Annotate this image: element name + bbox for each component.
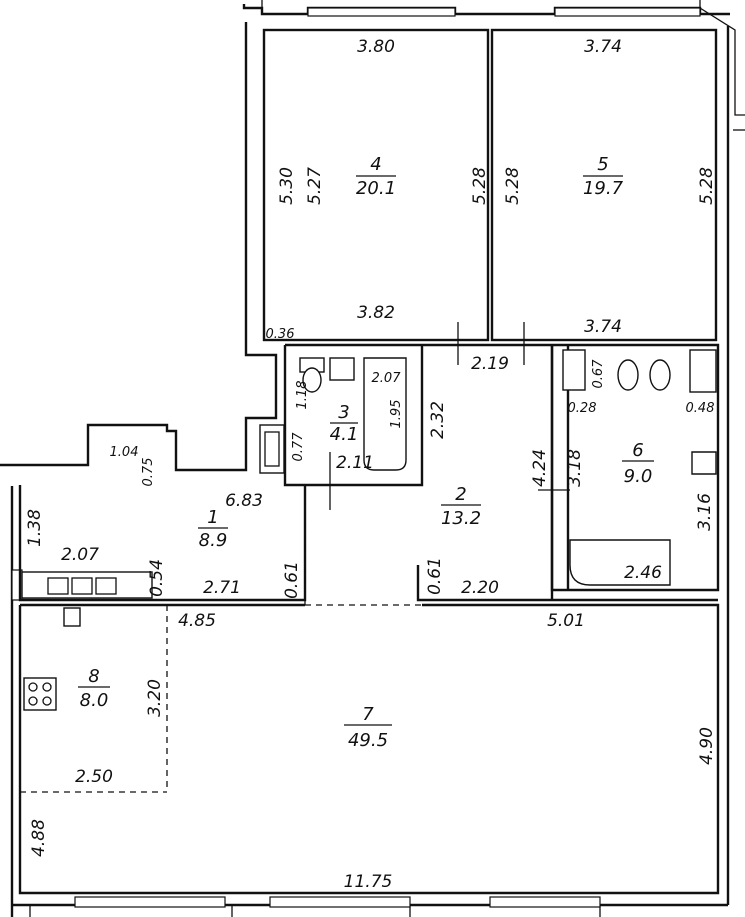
dim-r7-488: 4.88: [29, 819, 49, 857]
dim-r8-320: 3.20: [145, 679, 165, 717]
zone-boundaries: [20, 490, 422, 793]
dim-r2-232: 2.32: [428, 401, 448, 439]
dim-r6-028: 0.28: [568, 401, 597, 416]
dim-r4-left-inner: 5.27: [305, 167, 325, 205]
dim-r5-bottom: 3.74: [584, 317, 622, 337]
faucet-icon: [63, 607, 81, 627]
room-1-number: 1: [207, 507, 218, 528]
windows: [11, 7, 701, 908]
dim-r5-top: 3.74: [584, 37, 622, 57]
dim-r1-271: 2.71: [203, 578, 241, 598]
dim-r6-246: 2.46: [624, 563, 662, 583]
dim-r7-490: 4.90: [697, 727, 717, 765]
washer-icon: [562, 349, 586, 391]
dim-r4-left-outer: 5.30: [277, 167, 297, 205]
room-7-number: 7: [362, 704, 374, 725]
bathtub-icon: [363, 357, 407, 471]
dim-r3-211: 2.11: [336, 453, 374, 473]
sink-icon: [329, 357, 355, 381]
dim-r3-118: 1.18: [295, 381, 310, 410]
dim-r2-220: 2.20: [461, 578, 499, 598]
dim-r1-138: 1.38: [25, 509, 45, 547]
room-6-area: 9.0: [624, 466, 653, 487]
room-3-number: 3: [338, 402, 349, 423]
dim-r1-207: 2.07: [61, 545, 99, 565]
room-4-area: 20.1: [356, 178, 396, 199]
toilet-icon: [617, 359, 639, 391]
sink-icon: [691, 451, 717, 475]
dim-r1-075: 0.75: [141, 458, 156, 487]
dimension-labels: 3.80 3.74 3.82 3.74 0.36 2.19 2.07 2.11 …: [25, 37, 717, 892]
dim-r7-485: 4.85: [178, 611, 216, 631]
dim-r6-318: 3.18: [565, 449, 585, 487]
dim-r5-left: 5.28: [503, 167, 523, 205]
dim-r7-1175: 11.75: [344, 872, 393, 892]
dim-r2-061: 0.61: [425, 557, 445, 595]
dim-r3-207: 2.07: [372, 371, 402, 386]
room-8-number: 8: [88, 666, 99, 687]
dim-r5-right: 5.28: [697, 167, 717, 205]
stove-icon: [23, 677, 57, 711]
washer-icon: [689, 349, 717, 393]
dim-r1-061: 0.61: [282, 561, 302, 599]
dim-corridor-219: 2.19: [471, 354, 509, 374]
room-3-area: 4.1: [330, 424, 359, 445]
dim-r6-048: 0.48: [686, 401, 715, 416]
room-6-number: 6: [632, 440, 643, 461]
room-7-area: 49.5: [348, 730, 388, 751]
fixtures: [21, 349, 717, 711]
dim-r4-bottom: 3.82: [357, 303, 395, 323]
room-5-area: 19.7: [583, 178, 624, 199]
dim-r1-054: 0.54: [147, 559, 167, 597]
dim-r3-077: 0.77: [291, 432, 306, 462]
dim-r2-424: 4.24: [530, 449, 550, 487]
dim-wall-036: 0.36: [266, 327, 295, 342]
dim-r6-067: 0.67: [591, 359, 606, 389]
room-2-number: 2: [455, 484, 466, 505]
interior-walls: [18, 28, 720, 895]
room-labels: 4 20.1 5 19.7 3 4.1 1 8.9 2 13.2 6 9.0 8…: [78, 154, 654, 751]
room-4-number: 4: [370, 154, 381, 175]
sink-icon: [649, 359, 671, 391]
dim-r4-top: 3.80: [357, 37, 395, 57]
washer-icon: [259, 424, 285, 474]
room-8-area: 8.0: [80, 690, 109, 711]
dim-r4-right: 5.28: [470, 167, 490, 205]
dim-r7-501: 5.01: [547, 611, 585, 631]
dim-r1-683: 6.83: [225, 491, 263, 511]
bathtub-icon: [569, 539, 671, 586]
dim-r8-250: 2.50: [75, 767, 113, 787]
dim-r3-195: 1.95: [389, 400, 404, 429]
room-2-area: 13.2: [441, 508, 481, 529]
room-5-number: 5: [597, 154, 608, 175]
room-1-area: 8.9: [199, 530, 228, 551]
dim-r6-316: 3.16: [695, 493, 715, 531]
dim-r1-104: 1.04: [110, 445, 139, 460]
